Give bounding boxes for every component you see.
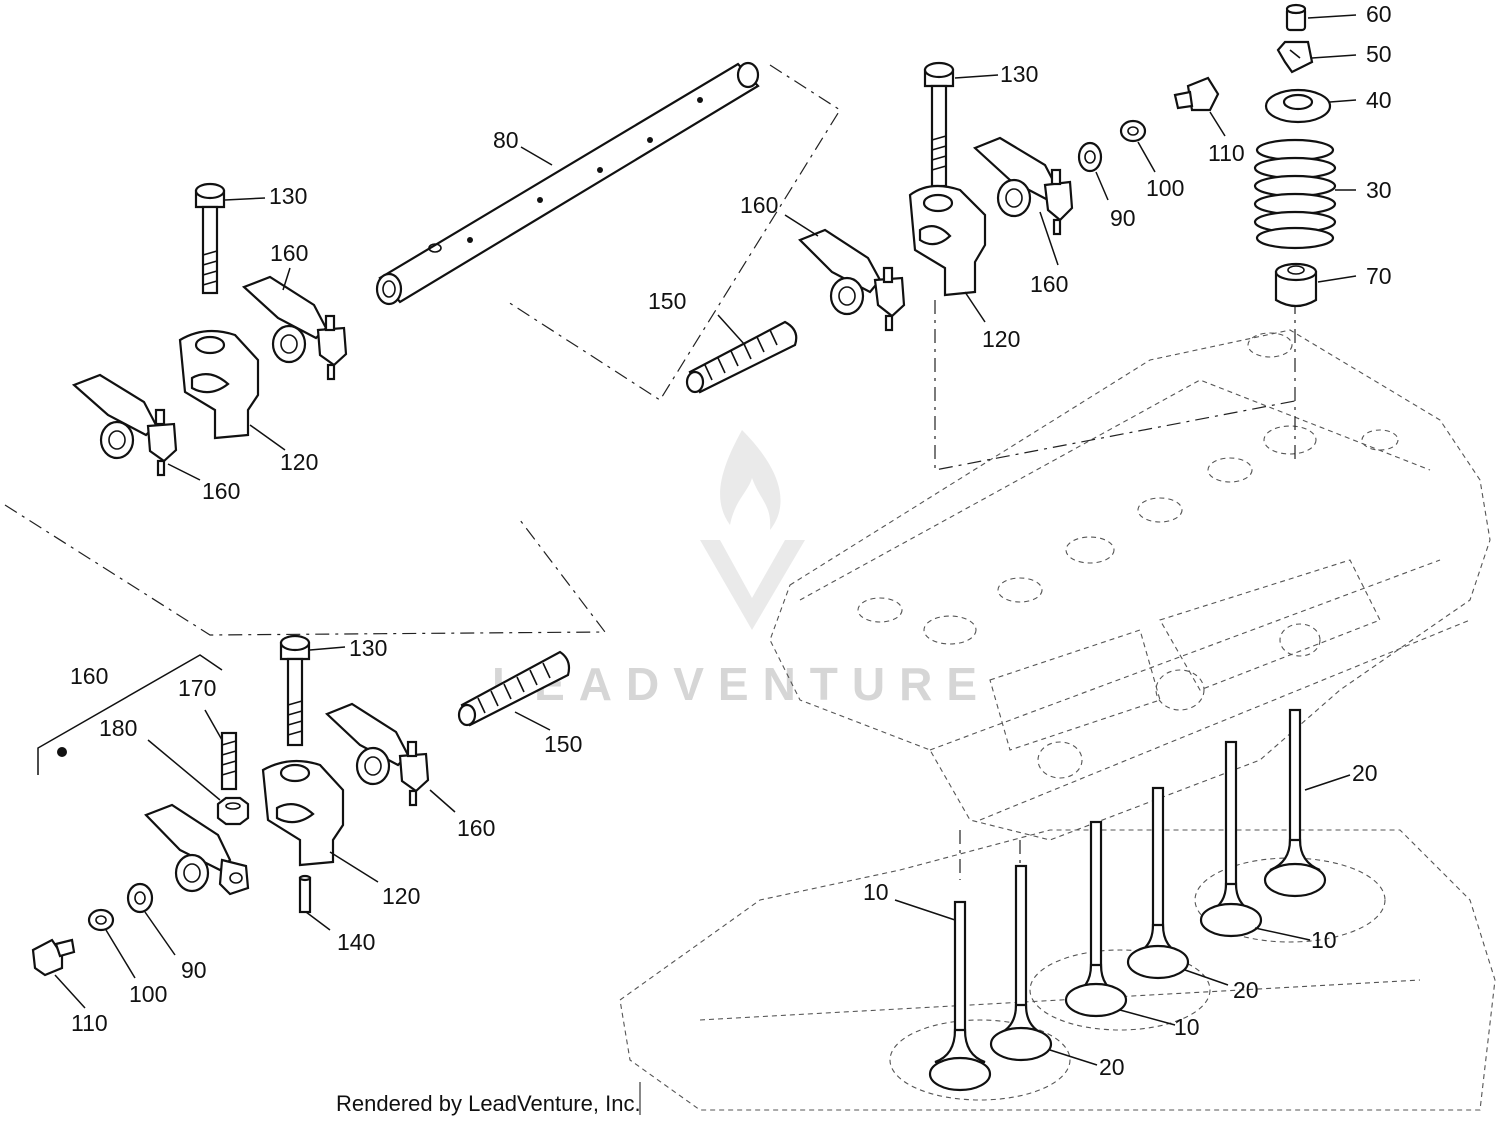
callout-130-lower: 130 bbox=[349, 635, 387, 661]
callout-130-upper-right: 130 bbox=[1000, 61, 1038, 87]
plug-110-upper bbox=[1173, 76, 1220, 112]
callout-150-lower: 150 bbox=[544, 731, 582, 757]
washer-100-upper bbox=[1119, 119, 1147, 143]
spring-retainer bbox=[1264, 88, 1332, 124]
rocker-arm-160-upper-right bbox=[972, 136, 1074, 236]
lock-nut-180 bbox=[216, 796, 250, 826]
callout-180: 180 bbox=[99, 715, 137, 741]
callout-100-upper: 100 bbox=[1146, 175, 1184, 201]
valve-guide-line bbox=[934, 300, 1301, 471]
callout-140: 140 bbox=[337, 929, 375, 955]
rocker-arm-160-lower-left bbox=[144, 803, 250, 896]
rear-assembly-boundary bbox=[4, 504, 607, 636]
callout-20-c: 20 bbox=[1352, 760, 1378, 786]
valve-stem-seal bbox=[1274, 262, 1318, 308]
rendered-by-footer: Rendered by LeadVenture, Inc. bbox=[336, 1091, 641, 1116]
callout-10-c: 10 bbox=[1311, 927, 1337, 953]
engine-block-outline bbox=[619, 829, 1496, 1111]
rocker-bracket-120-lower bbox=[261, 759, 345, 867]
valve-20-b bbox=[1126, 786, 1190, 980]
rocker-arm-160-upper-mid bbox=[798, 228, 906, 332]
washer-90-upper bbox=[1077, 141, 1103, 173]
leader-lines bbox=[54, 14, 1357, 1066]
rocker-shaft bbox=[375, 61, 760, 306]
callout-110-upper: 110 bbox=[1208, 140, 1245, 166]
callout-160-left-upper: 160 bbox=[270, 240, 308, 266]
bolt-130-lower bbox=[279, 634, 311, 747]
pin-140 bbox=[298, 874, 312, 914]
valve-10-a bbox=[928, 900, 992, 1092]
callout-100-lower: 100 bbox=[129, 981, 167, 1007]
callout-120-upper: 120 bbox=[982, 326, 1020, 352]
washer-90-lower bbox=[126, 882, 154, 914]
callout-120-left: 120 bbox=[280, 449, 318, 475]
callout-30: 30 bbox=[1366, 177, 1392, 203]
callout-40: 40 bbox=[1366, 87, 1392, 113]
valve-20-a bbox=[989, 864, 1053, 1062]
assembly-160-bracket bbox=[37, 654, 223, 775]
valve-collet bbox=[1276, 40, 1314, 74]
shaft-assembly-boundary bbox=[504, 64, 841, 401]
callout-160-left-lower: 160 bbox=[202, 478, 240, 504]
watermark-logo bbox=[700, 430, 805, 630]
callout-130-upper-left: 130 bbox=[269, 183, 307, 209]
callout-160-upper-right: 160 bbox=[1030, 271, 1068, 297]
rocker-arm-160-left-upper bbox=[241, 275, 348, 381]
bolt-130-upper-left bbox=[194, 182, 226, 295]
callout-10-a: 10 bbox=[863, 879, 889, 905]
valve-cap bbox=[1285, 3, 1307, 32]
callout-120-lower: 120 bbox=[382, 883, 420, 909]
plug-110-lower bbox=[31, 938, 76, 977]
spring-150-lower bbox=[457, 650, 571, 727]
rocker-arm-160-lower-right bbox=[324, 702, 430, 807]
callout-50: 50 bbox=[1366, 41, 1392, 67]
callout-80: 80 bbox=[493, 127, 519, 153]
callout-70: 70 bbox=[1366, 263, 1392, 289]
valve-20-c bbox=[1263, 708, 1327, 898]
callout-90-lower: 90 bbox=[181, 957, 207, 983]
callout-110-lower: 110 bbox=[71, 1010, 108, 1036]
callout-10-b: 10 bbox=[1174, 1014, 1200, 1040]
callout-90-upper: 90 bbox=[1110, 205, 1136, 231]
spring-150-upper bbox=[685, 320, 798, 394]
callout-150-upper: 150 bbox=[648, 288, 686, 314]
callout-160-lower-right: 160 bbox=[457, 815, 495, 841]
rocker-arm-160-left-lower bbox=[71, 373, 178, 477]
valve-10-b bbox=[1064, 820, 1128, 1018]
watermark-text: LEADVENTURE bbox=[492, 658, 991, 710]
callout-20-b: 20 bbox=[1233, 977, 1259, 1003]
valve-spring bbox=[1253, 138, 1337, 250]
bolt-130-upper-right bbox=[923, 61, 955, 188]
callout-20-a: 20 bbox=[1099, 1054, 1125, 1080]
rocker-bracket-120-left bbox=[178, 329, 260, 440]
rocker-bracket-120-upper bbox=[908, 184, 987, 297]
washer-100-lower bbox=[87, 908, 115, 932]
callout-60: 60 bbox=[1366, 1, 1392, 27]
valve-10-c bbox=[1199, 740, 1263, 938]
cylinder-head-outline bbox=[769, 329, 1491, 841]
callout-160-assembly: 160 bbox=[70, 663, 108, 689]
callout-170: 170 bbox=[178, 675, 216, 701]
adjusting-screw-170 bbox=[220, 731, 238, 791]
callout-160-upper-mid: 160 bbox=[740, 192, 778, 218]
